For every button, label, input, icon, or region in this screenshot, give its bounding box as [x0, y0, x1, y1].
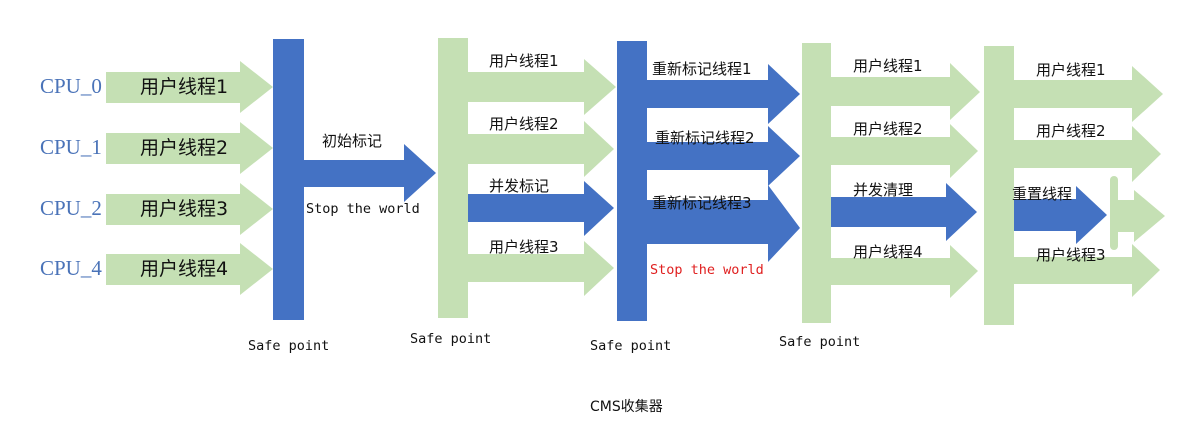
phase5-thread2-label: 用户线程2: [1036, 122, 1106, 140]
phase1-thread-label-1: 用户线程1: [140, 76, 229, 98]
remark2-arrow: [647, 126, 800, 186]
concurrent-sweep-arrow: [831, 183, 977, 241]
reset-arrow: [1014, 186, 1107, 244]
phase2-thread3-label: 用户线程3: [489, 238, 559, 256]
phase4-thread1-arrow: [831, 63, 980, 120]
phase5-thread3-label: 用户线程3: [1036, 246, 1106, 264]
phase5-thread3-arrow: [1014, 244, 1160, 297]
concurrent-mark-label: 并发标记: [489, 177, 550, 195]
phase3-stop-the-world: Stop the world: [650, 262, 764, 278]
phase2-thread2-label: 用户线程2: [489, 115, 559, 133]
remark1-label: 重新标记线程1: [652, 60, 752, 78]
concurrent-mark-arrow: [468, 181, 614, 236]
phase4-thread4-label: 用户线程4: [853, 243, 923, 261]
cpu1-thread-arrow: [106, 122, 273, 174]
phase5-thread1-label: 用户线程1: [1036, 61, 1106, 79]
phase2-thread3-arrow: [468, 241, 614, 296]
initial-mark-arrow: [304, 144, 436, 202]
initial-mark-bar: [273, 39, 304, 320]
phase4-bar: [802, 43, 831, 323]
remark3-label: 重新标记线程3: [652, 194, 752, 212]
cpu-label-0: CPU_0: [40, 74, 102, 98]
initial-mark-label: 初始标记: [322, 132, 383, 150]
phase1-thread-label-3: 用户线程3: [140, 198, 229, 220]
phase2-thread1-label: 用户线程1: [489, 52, 559, 70]
phase2-bar: [438, 38, 468, 318]
phase5-stub-arrow: [1112, 190, 1165, 242]
phase2-thread1-arrow: [468, 59, 616, 115]
cpu0-thread-arrow: [106, 61, 273, 113]
phase5-stub-handle: [1110, 176, 1118, 250]
remark3-arrow: [647, 185, 800, 262]
cpu4-thread-arrow: [106, 243, 273, 295]
safe-point-1: Safe point: [248, 338, 330, 354]
cpu-label-2: CPU_2: [40, 196, 102, 220]
phase5-thread2-arrow: [1014, 126, 1161, 182]
remark2-label: 重新标记线程2: [655, 129, 755, 147]
cpu2-thread-arrow: [106, 183, 273, 235]
phase4-thread1-label: 用户线程1: [853, 57, 923, 75]
cpu-label-4: CPU_4: [40, 256, 102, 280]
reset-label: 重置线程: [1012, 185, 1073, 203]
diagram-caption: CMS收集器: [590, 399, 663, 415]
remark1-arrow: [647, 64, 800, 124]
phase4-thread2-label: 用户线程2: [853, 120, 923, 138]
phase1-thread-label-4: 用户线程4: [140, 258, 229, 280]
phase5-bar: [984, 46, 1014, 325]
phase1-thread-label-2: 用户线程2: [140, 137, 229, 159]
concurrent-sweep-label: 并发清理: [853, 181, 914, 199]
safe-point-4: Safe point: [779, 334, 861, 350]
remark-bar: [617, 41, 647, 321]
safe-point-3: Safe point: [590, 338, 672, 354]
safe-point-2: Safe point: [410, 331, 492, 347]
phase4-thread4-arrow: [831, 245, 978, 298]
phase1-stop-the-world: Stop the world: [306, 201, 420, 217]
phase2-thread2-arrow: [468, 121, 614, 177]
phase4-thread2-arrow: [831, 124, 978, 178]
phase5-thread1-arrow: [1014, 66, 1163, 122]
cpu-label-1: CPU_1: [40, 135, 102, 159]
